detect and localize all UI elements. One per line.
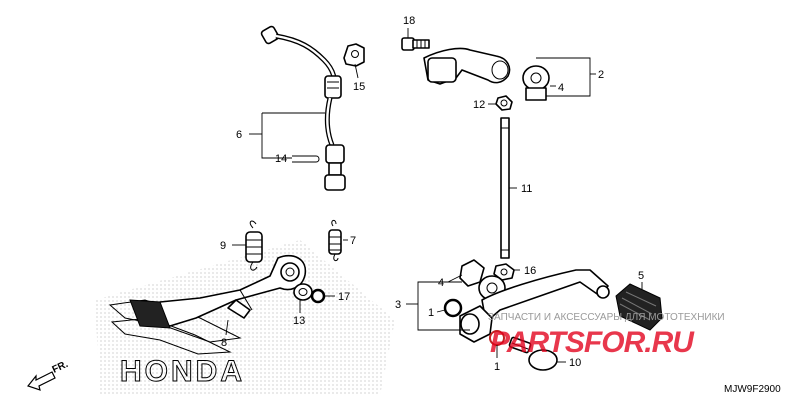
diagram-code: MJW9F2900: [724, 384, 781, 395]
callout-10: 10: [569, 357, 581, 369]
callout-3: 3: [395, 299, 401, 311]
callout-14: 14: [275, 153, 287, 165]
part-1-oring-upper: [443, 298, 463, 318]
watermark-logo: PARTSFOR.RU: [490, 326, 695, 359]
callout-4-lower: 4: [438, 277, 444, 289]
part-4-joint-upper: [522, 65, 550, 101]
leader-lines-right-top: [407, 28, 596, 271]
part-10-bolt: [508, 336, 558, 371]
callout-17: 17: [338, 291, 350, 303]
front-label: FR.: [51, 359, 70, 376]
callout-13: 13: [293, 315, 305, 327]
callout-11: 11: [521, 183, 532, 195]
callout-18: 18: [403, 15, 415, 27]
callout-1-upper: 1: [428, 307, 434, 319]
callout-5: 5: [638, 270, 644, 282]
callout-15: 15: [353, 81, 365, 93]
part-14-pin: [292, 155, 320, 163]
part-5-rubber-peg: [615, 283, 663, 331]
watermark-caption: ЗАПЧАСТИ И АКСЕССУАРЫ ДЛЯ МОТОТЕХНИКИ: [488, 312, 725, 323]
callout-12: 12: [473, 99, 485, 111]
part-11-tie-rod: [500, 117, 510, 259]
callout-4-upper: 4: [558, 82, 564, 94]
honda-brand-text: HONDA: [120, 355, 245, 388]
callout-2: 2: [598, 69, 604, 81]
part-12-nut: [495, 95, 513, 111]
part-2-shift-arm: [423, 47, 511, 85]
part-13-washer: [293, 283, 313, 301]
leader-lines-left: [225, 63, 359, 336]
part-15-clip: [343, 43, 365, 67]
callout-6: 6: [236, 129, 242, 141]
part-3-shift-pedal: [459, 269, 610, 343]
front-arrow-icon: [26, 371, 56, 391]
part-17-oring: [310, 288, 326, 304]
part-9-spring: [245, 220, 263, 271]
callout-9: 9: [220, 240, 226, 252]
callout-1-lower: 1: [494, 361, 500, 373]
part-7-spring: [328, 219, 342, 262]
part-18-bolt: [401, 37, 430, 51]
part-6-rod: [260, 25, 346, 191]
callout-8: 8: [221, 337, 227, 349]
part-16-nut: [493, 263, 515, 281]
callout-7: 7: [350, 235, 356, 247]
callout-16: 16: [524, 265, 536, 277]
leader-lines-right-bottom: [406, 274, 643, 363]
